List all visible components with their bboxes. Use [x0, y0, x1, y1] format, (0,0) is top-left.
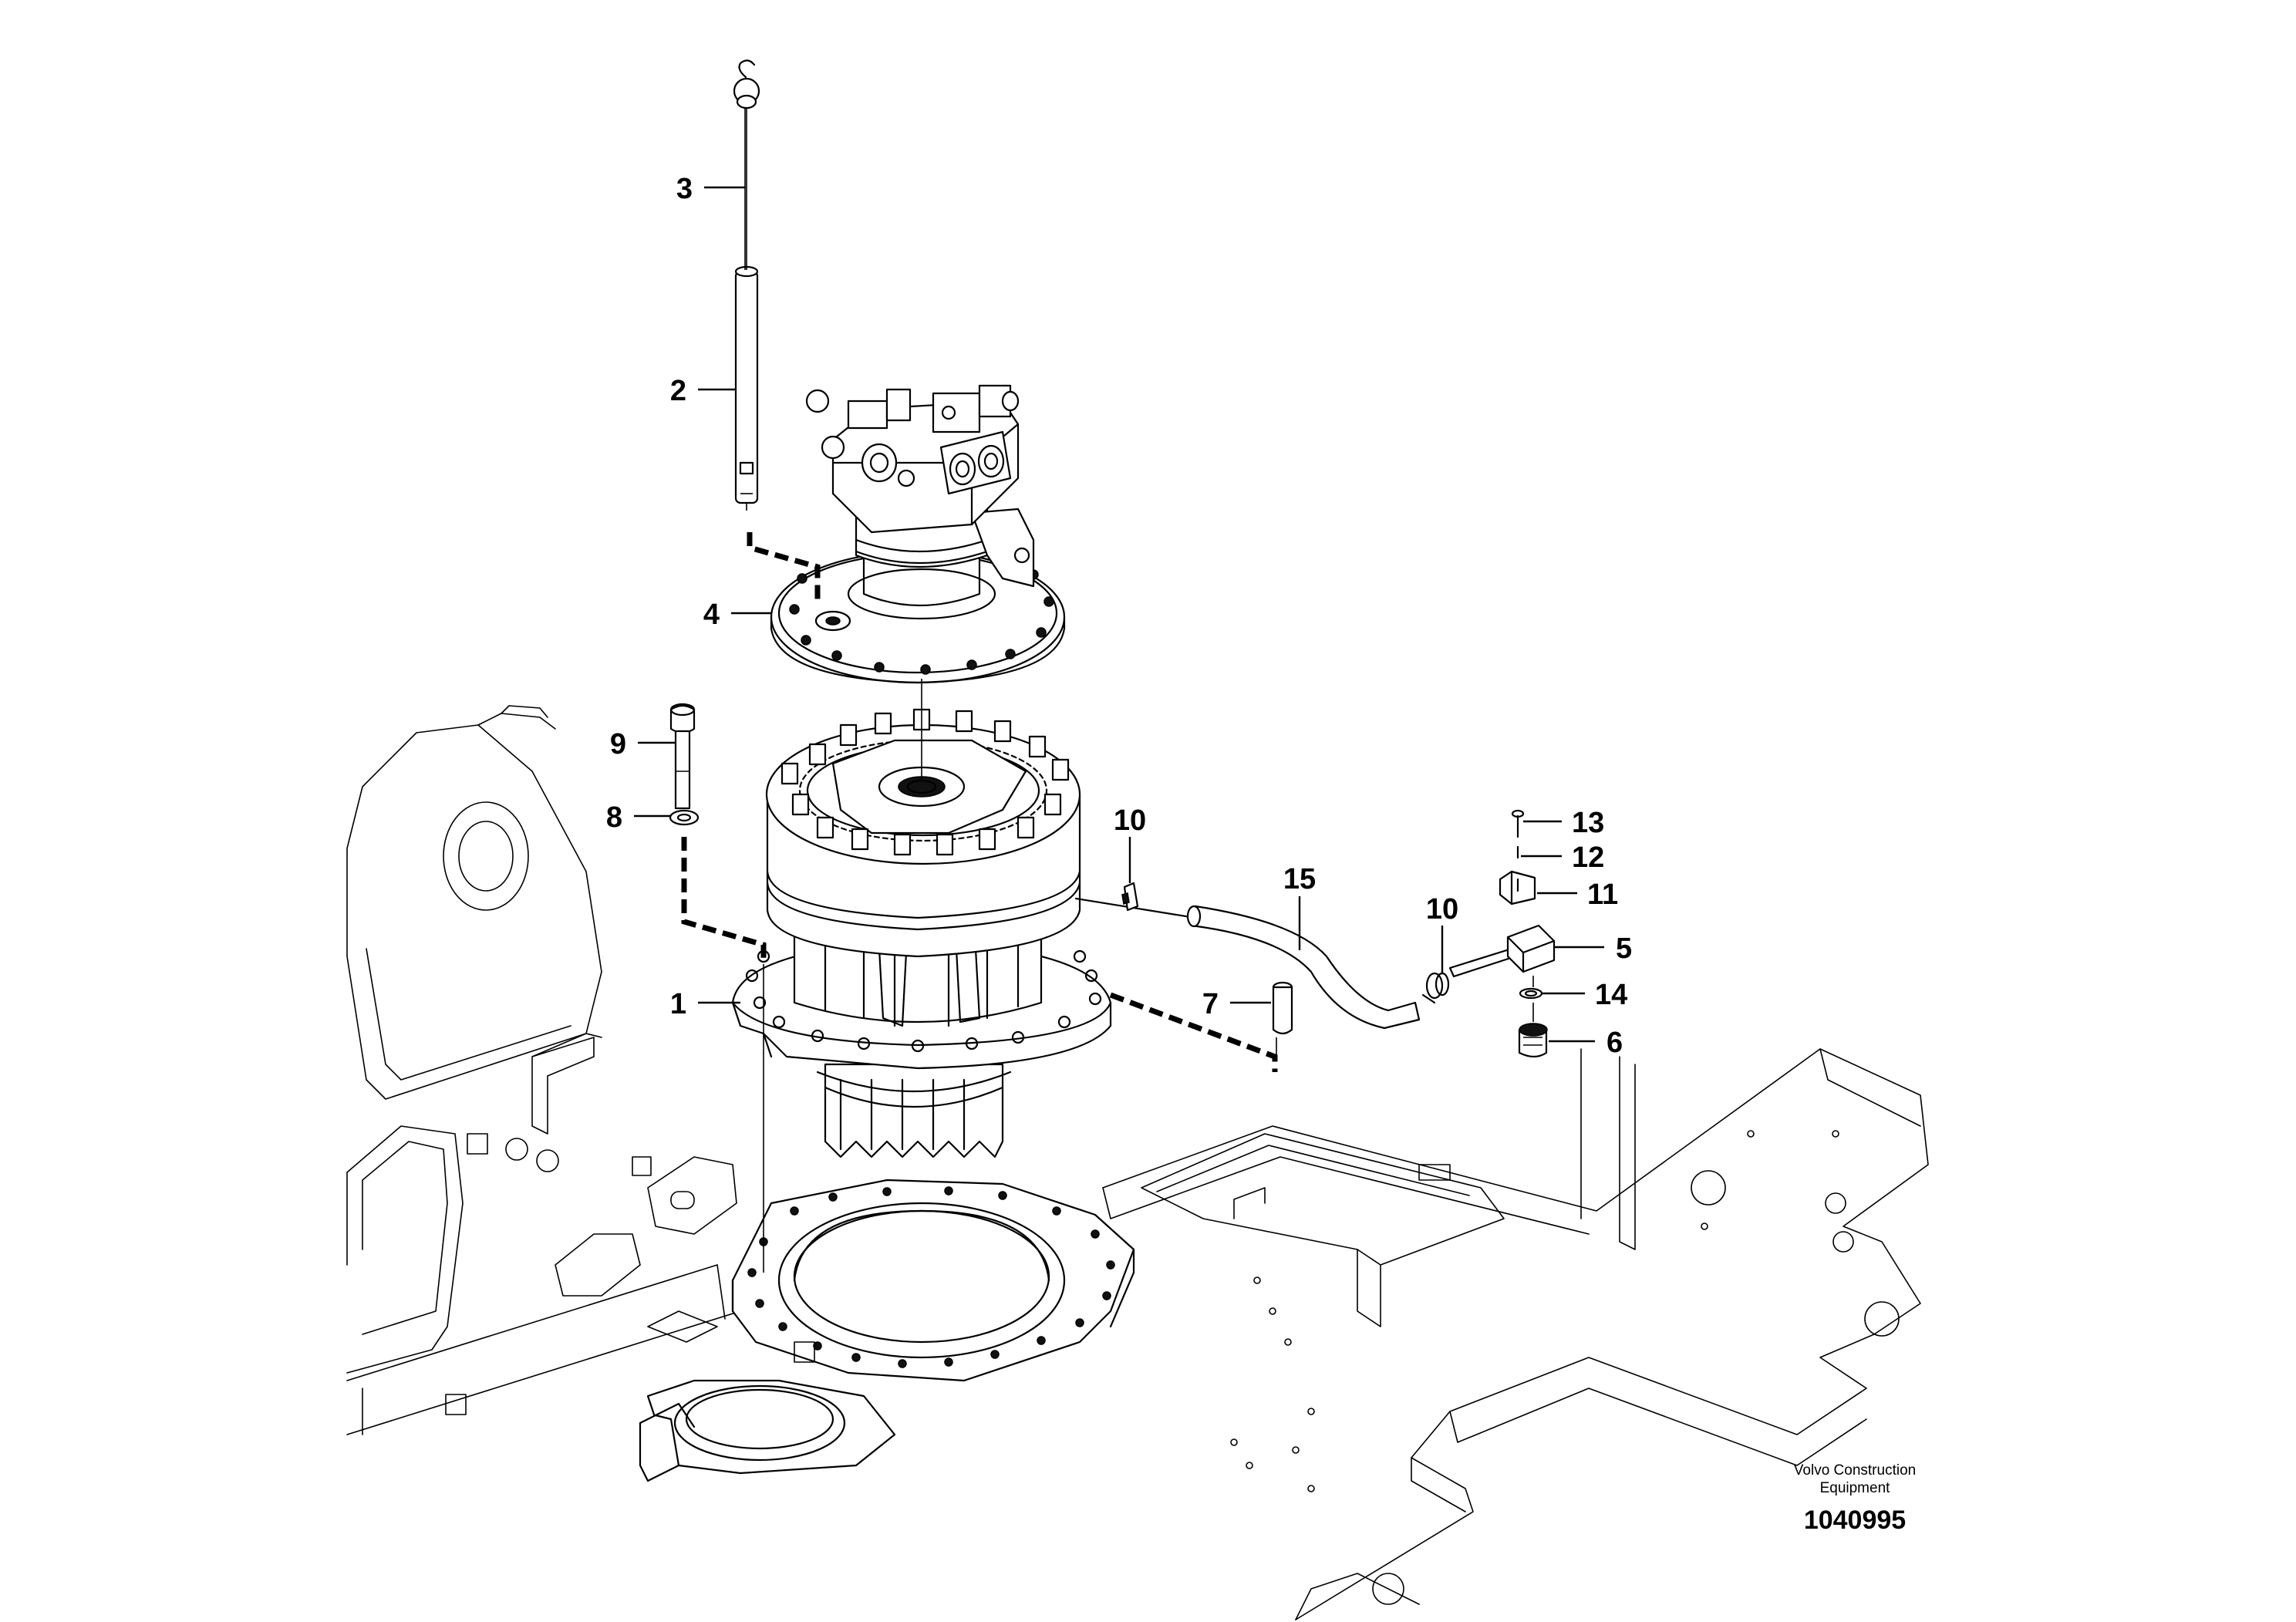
swing-gearbox: [731, 708, 1112, 1158]
callout-8: 8: [606, 801, 671, 834]
dipstick-tube-part-2: [734, 265, 759, 511]
dipstick-part-3: [733, 59, 760, 270]
top-bolts: [781, 708, 1070, 856]
clip-part-10-right: [1421, 972, 1450, 1004]
mount-bolt-holes: [747, 1186, 1115, 1368]
callout-9: 9: [610, 728, 676, 760]
drawing-number: 1040995: [1804, 1506, 1906, 1535]
svg-text:2: 2: [670, 375, 686, 407]
slew-mount-ring: [639, 1179, 1135, 1482]
svg-text:3: 3: [676, 173, 693, 205]
upper-frame-ghost: [346, 705, 1929, 1620]
callout-6: 6: [1549, 1027, 1623, 1059]
svg-text:13: 13: [1572, 807, 1604, 839]
svg-text:15: 15: [1283, 863, 1316, 895]
svg-text:10: 10: [1426, 893, 1458, 926]
callout-1: 1: [670, 988, 740, 1020]
bolt-part-9: [669, 703, 696, 810]
callout-5: 5: [1554, 932, 1632, 965]
callout-7: 7: [1202, 988, 1271, 1020]
callout-11: 11: [1537, 878, 1618, 911]
washer-part-8: [669, 809, 700, 826]
swing-motor: [770, 384, 1066, 684]
clip-part-10-left: [1121, 882, 1139, 912]
clamp-part-11: [1499, 870, 1536, 905]
callouts: 1 2 3 4 5 6 7 8: [606, 173, 1632, 1059]
svg-text:9: 9: [610, 728, 626, 760]
title-block: Volvo Construction Equipment 1040995: [1794, 1462, 1916, 1535]
screw-part-13: [1511, 809, 1525, 838]
svg-text:14: 14: [1595, 979, 1627, 1011]
dowel-pin-part-7: [1272, 981, 1293, 1035]
svg-text:11: 11: [1587, 878, 1618, 911]
svg-text:4: 4: [703, 599, 720, 631]
svg-text:1: 1: [670, 988, 686, 1020]
callout-12: 12: [1521, 841, 1604, 874]
callout-15: 15: [1283, 863, 1316, 950]
adapter-part-5: [1448, 924, 1556, 978]
svg-text:8: 8: [606, 801, 622, 834]
callout-3: 3: [676, 173, 745, 205]
o-ring-part-14: [1519, 987, 1543, 1000]
assembly-lines: [681, 532, 1534, 1273]
callout-2: 2: [670, 375, 737, 407]
brand-line-1: Volvo Construction: [1794, 1462, 1916, 1479]
callout-14: 14: [1542, 979, 1627, 1011]
flange-bolt-holes: [745, 949, 1102, 1053]
brand-line-2: Equipment: [1820, 1480, 1891, 1496]
callout-13: 13: [1523, 807, 1604, 839]
svg-text:7: 7: [1202, 988, 1219, 1020]
svg-text:12: 12: [1572, 841, 1604, 874]
svg-text:5: 5: [1616, 932, 1632, 965]
drain-hose-part-15: [1074, 897, 1421, 1030]
callout-10-left: 10: [1114, 804, 1146, 883]
callout-10-right: 10: [1426, 893, 1458, 973]
svg-text:6: 6: [1607, 1027, 1623, 1059]
callout-4: 4: [703, 599, 771, 631]
plug-part-6: [1518, 1023, 1548, 1058]
svg-text:10: 10: [1114, 804, 1146, 837]
